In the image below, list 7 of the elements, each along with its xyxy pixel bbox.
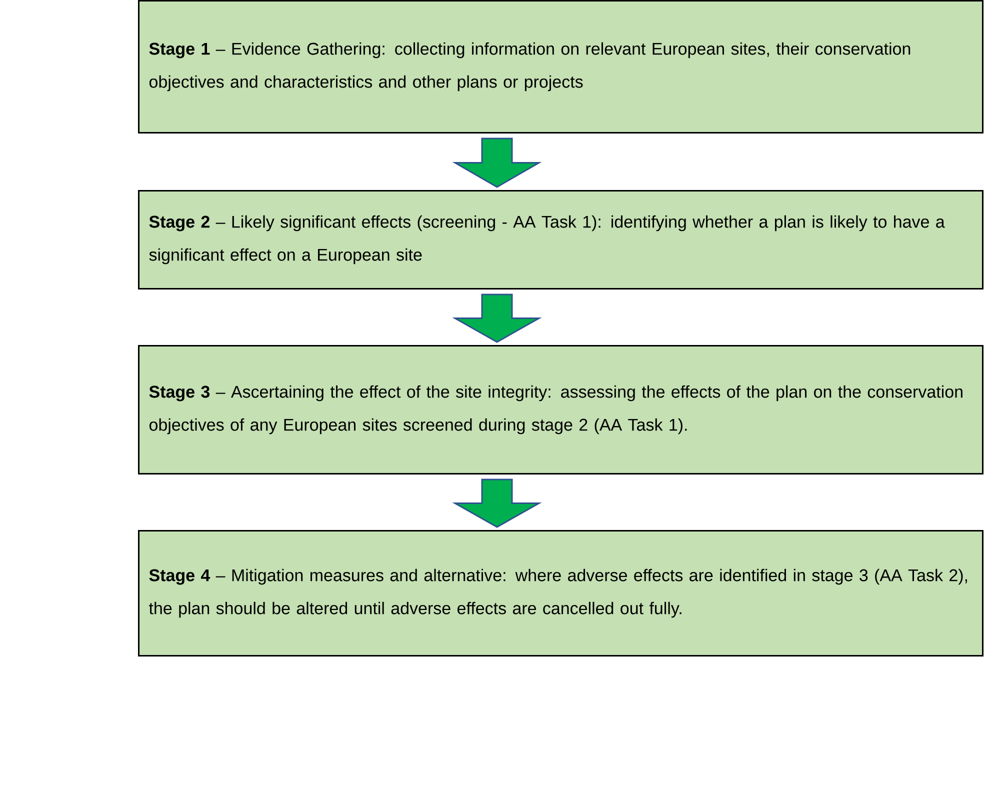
stage-box: Stage 4 – Mitigation measures and alternative: where adverse effects are identified in stage 3 (AA Task 2), the plan should be altered until adverse effects are cancelled out fully. xyxy=(138,530,984,656)
block-arrow xyxy=(452,294,542,343)
stage-box: Stage 1 – Evidence Gathering: collecting information on relevant European sites, their conservation objectives and characteristics and other plans or projects xyxy=(138,0,984,134)
stage-box: Stage 3 – Ascertaining the effect of the site integrity: assessing the effects of the plan on the conservation objectives of any European sites screened during stage 2 (AA Task 1). xyxy=(138,345,984,474)
stage-box: Stage 2 – Likely significant effects (screening - AA Task 1): identifying whether a plan is likely to have a significant effect on a European site xyxy=(138,190,984,290)
block-arrow xyxy=(452,478,542,528)
block-arrow xyxy=(452,138,542,188)
